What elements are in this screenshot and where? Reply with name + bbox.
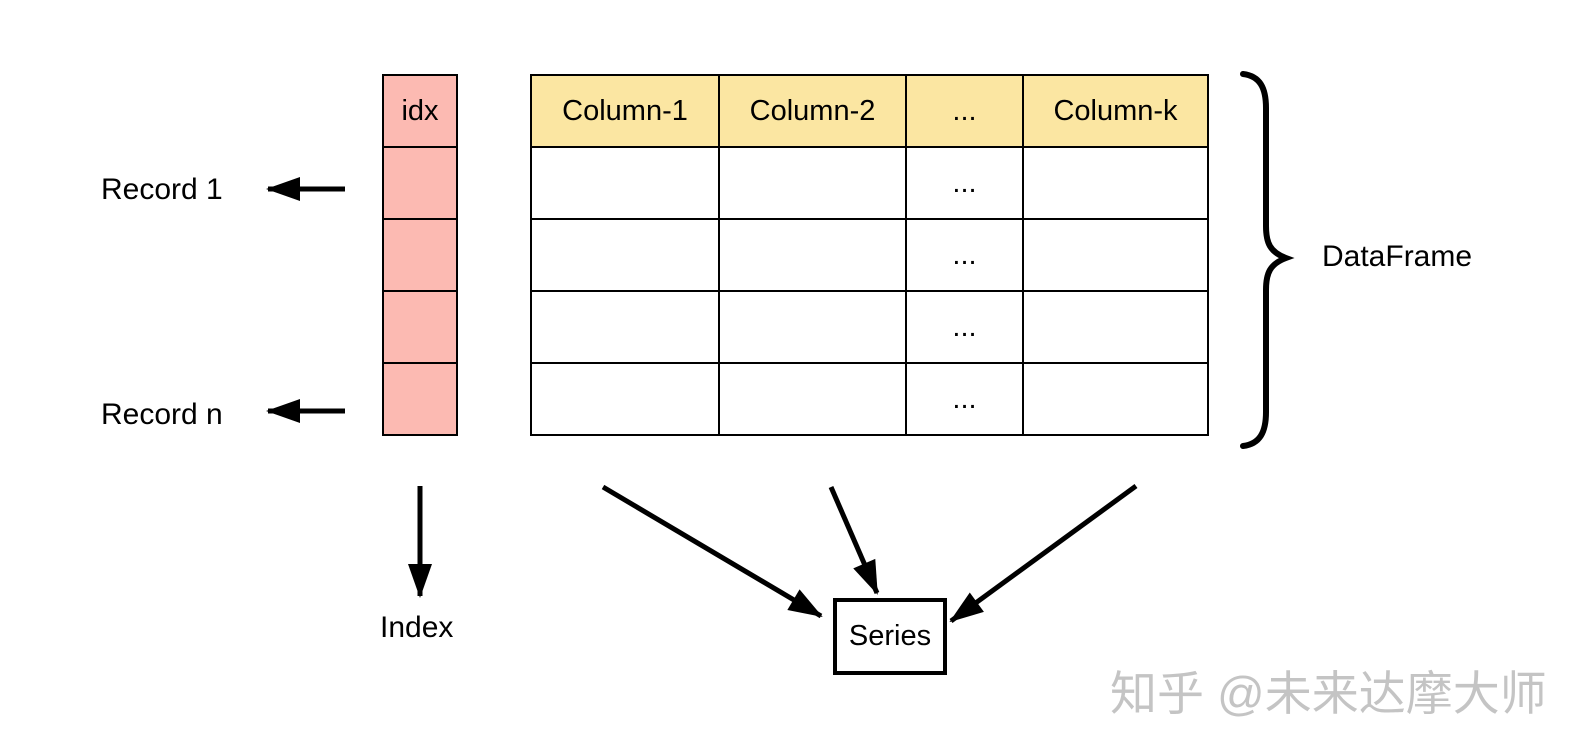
- table-cell: [530, 362, 720, 436]
- series-box: Series: [833, 598, 947, 675]
- column-header-cell: Column-2: [718, 74, 907, 148]
- table-cell: [1022, 362, 1209, 436]
- index-cell: [382, 362, 458, 436]
- column-header-cell: Column-1: [530, 74, 720, 148]
- index-cell: [382, 218, 458, 292]
- column-header-cell: Column-k: [1022, 74, 1209, 148]
- table-row: ...: [530, 218, 1209, 292]
- table-row: ...: [530, 362, 1209, 436]
- ellipsis-cell: ...: [905, 218, 1024, 292]
- table-cell: [718, 146, 907, 220]
- table-cell: [1022, 290, 1209, 364]
- record-n-label: Record n: [101, 398, 223, 431]
- ellipsis-cell: ...: [905, 146, 1024, 220]
- table-cell: [718, 290, 907, 364]
- index-cell: [382, 290, 458, 364]
- table-cell: [1022, 146, 1209, 220]
- column-2-to-series-arrow: [828, 486, 880, 595]
- table-cell: [530, 146, 720, 220]
- index-column: idx: [382, 74, 458, 436]
- dataframe-label: DataFrame: [1322, 240, 1473, 273]
- watermark-text: 知乎 @未来达摩大师: [1110, 667, 1547, 720]
- index-cell: [382, 146, 458, 220]
- table-cell: [530, 290, 720, 364]
- ellipsis-header-cell: ...: [905, 74, 1024, 148]
- table-cell: [1022, 218, 1209, 292]
- table-cell: [530, 218, 720, 292]
- series-label: Series: [848, 620, 932, 652]
- dataframe-brace: [1240, 71, 1295, 449]
- table-cell: [718, 362, 907, 436]
- table-row: ...: [530, 146, 1209, 220]
- header-row: Column-1 Column-2 ... Column-k: [530, 74, 1209, 148]
- record-1-label: Record 1: [101, 173, 223, 206]
- ellipsis-cell: ...: [905, 290, 1024, 364]
- ellipsis-cell: ...: [905, 362, 1024, 436]
- index-label: Index: [380, 611, 454, 644]
- table-row: ...: [530, 290, 1209, 364]
- dataframe-table: Column-1 Column-2 ... Column-k ... ... .…: [530, 74, 1209, 436]
- table-cell: [718, 218, 907, 292]
- index-header-cell: idx: [382, 74, 458, 148]
- column-k-to-series-arrow: [949, 483, 1138, 624]
- column-1-to-series-arrow: [601, 484, 823, 619]
